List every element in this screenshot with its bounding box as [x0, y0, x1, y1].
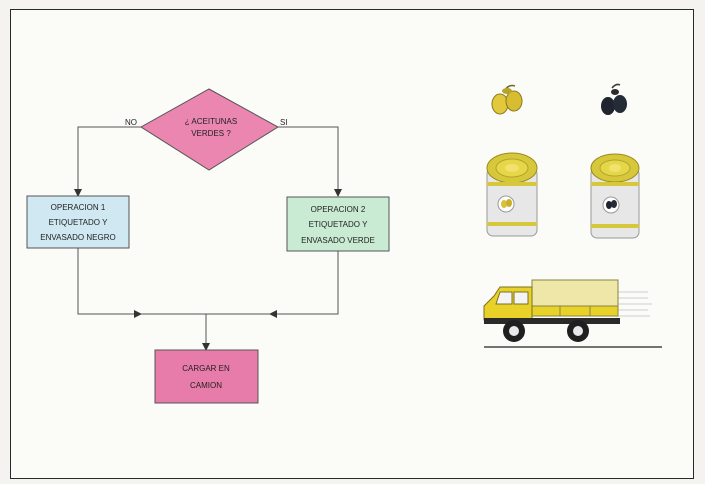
connector-op2-down [269, 251, 339, 318]
operation-1-box: OPERACION 1 ETIQUETADO Y ENVASADO NEGRO [26, 195, 130, 249]
branch-no-label: NO [125, 118, 137, 127]
connector-no [74, 126, 141, 197]
connector-si [278, 126, 342, 197]
op1-line2: ETIQUETADO Y [49, 218, 108, 227]
decision-line2: VERDES ? [191, 129, 231, 138]
green-olives-icon [491, 84, 523, 115]
op1-line1: OPERACION 1 [51, 203, 106, 212]
op2-line1: OPERACION 2 [311, 205, 366, 214]
truck-icon [483, 279, 662, 348]
connector-op1-down [77, 248, 142, 318]
can-black-olives-icon [590, 153, 640, 239]
decision-node: ¿ ACEITUNAS VERDES ? [140, 88, 279, 171]
branch-si-label: SI [280, 118, 288, 127]
load-line2: CAMION [190, 381, 222, 390]
load-line1: CARGAR EN [182, 364, 230, 373]
load-truck-box: CARGAR EN CAMION [154, 349, 259, 404]
black-olives-icon [601, 83, 627, 115]
connectors [74, 126, 342, 351]
can-green-olives-icon [486, 152, 538, 237]
op2-line3: ENVASADO VERDE [301, 236, 375, 245]
operation-2-box: OPERACION 2 ETIQUETADO Y ENVASADO VERDE [286, 196, 390, 252]
decision-line1: ¿ ACEITUNAS [185, 117, 237, 126]
op2-line2: ETIQUETADO Y [309, 220, 368, 229]
op1-line3: ENVASADO NEGRO [40, 233, 115, 242]
